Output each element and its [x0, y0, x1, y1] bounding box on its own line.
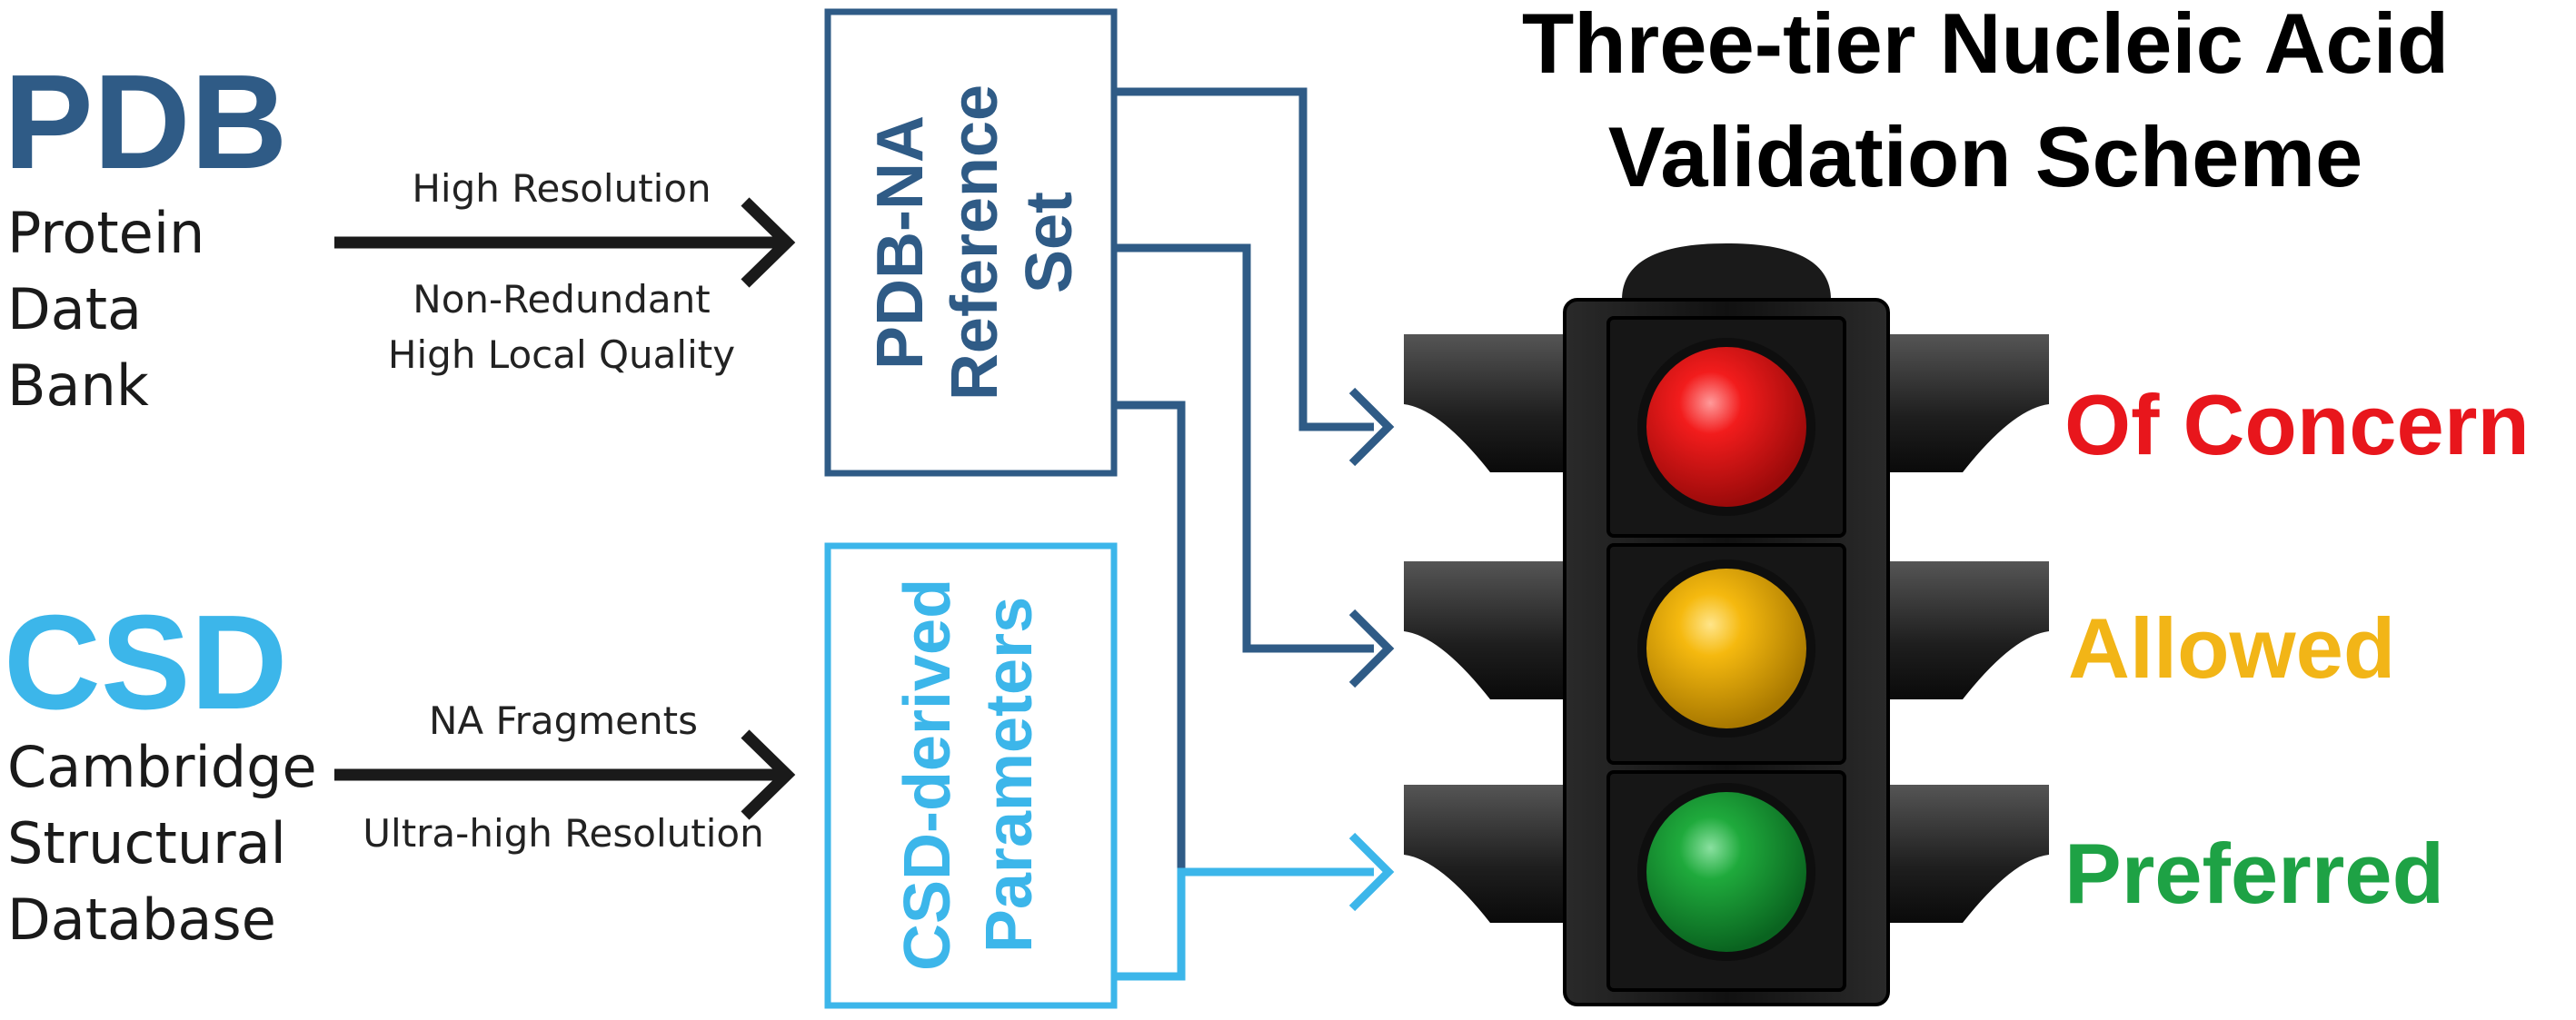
tier-label-of-concern: Of Concern	[2064, 377, 2530, 472]
pdb-acronym: PDB	[4, 47, 287, 197]
csd-parameters-box	[824, 542, 1118, 1009]
pdb-arrow-top-label: High Resolution	[412, 166, 711, 211]
title-line-1: Three-tier Nucleic Acid	[1522, 0, 2449, 91]
pdb-name-line-3: Bank	[7, 352, 149, 419]
csd-name-line-3: Database	[7, 886, 276, 953]
pdb-arrow-bottom-line-2: High Local Quality	[388, 332, 735, 377]
csd-box-line-2: Parameters	[973, 597, 1046, 953]
pdb-box-text: PDB-NA Reference Set	[864, 84, 1086, 401]
green-light	[1646, 792, 1806, 952]
csd-arrow-top-label: NA Fragments	[429, 698, 698, 743]
pdb-to-allowed-connector	[1114, 243, 1395, 688]
csd-name-line-1: Cambridge	[7, 734, 317, 800]
pdb-box-line-3: Set	[1013, 192, 1086, 293]
title-line-2: Validation Scheme	[1608, 109, 2363, 204]
yellow-light	[1646, 569, 1806, 728]
tier-label-preferred: Preferred	[2064, 826, 2444, 921]
pdb-box-line-2: Reference	[939, 84, 1011, 401]
pdb-box-line-1: PDB-NA	[864, 115, 937, 370]
csd-acronym: CSD	[4, 588, 287, 738]
csd-name-line-2: Structural	[7, 810, 286, 876]
pdb-to-preferred-connector	[1114, 401, 1227, 876]
red-light	[1646, 347, 1806, 507]
csd-box-line-1: CSD-derived	[891, 579, 964, 971]
csd-arrow-bottom-label: Ultra-high Resolution	[363, 811, 763, 856]
pdb-input-arrow	[334, 197, 796, 288]
csd-to-preferred-connector	[1114, 832, 1395, 981]
csd-input-arrow	[334, 729, 796, 820]
pdb-name-line-1: Protein	[7, 200, 204, 266]
pdb-to-concern-connector	[1114, 87, 1395, 467]
pdb-name-line-2: Data	[7, 276, 142, 342]
pdb-reference-box	[824, 8, 1118, 477]
csd-box-text: CSD-derived Parameters	[891, 579, 1046, 971]
tier-label-allowed: Allowed	[2068, 600, 2395, 696]
pdb-arrow-bottom-line-1: Non-Redundant	[413, 277, 710, 322]
